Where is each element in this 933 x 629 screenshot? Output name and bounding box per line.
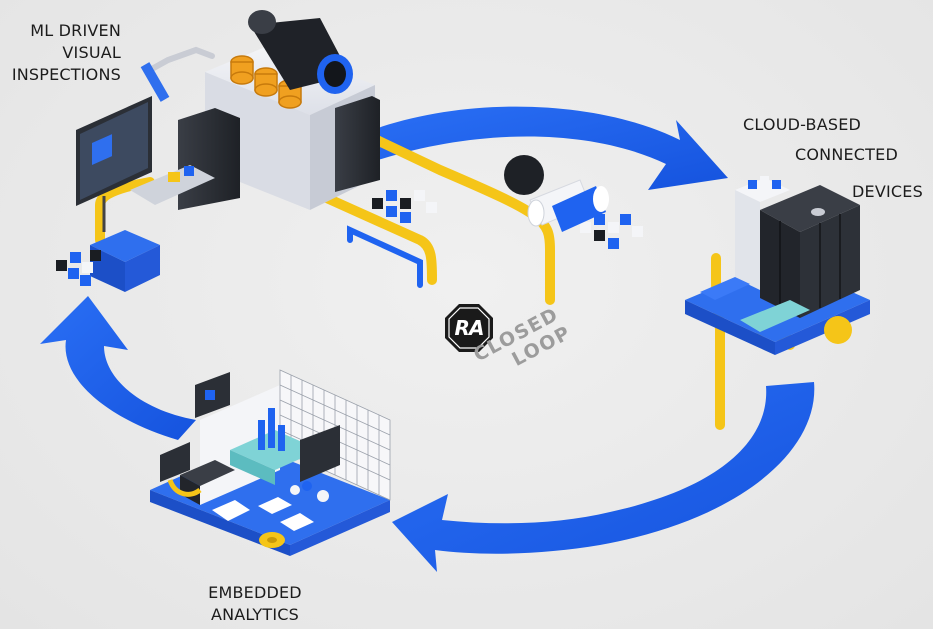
rockwell-logo: RA: [443, 302, 495, 354]
embedded-analytics-line1: EMBEDDED: [208, 583, 302, 602]
logo-text: RA: [454, 316, 485, 340]
connected-label: CONNECTED: [795, 145, 898, 164]
cylinders: [527, 179, 609, 232]
ml-inspections-line3: INSPECTIONS: [11, 65, 121, 84]
cloud-based-label: CLOUD-BASED: [743, 115, 862, 134]
cloud-server-rack: [685, 176, 870, 355]
ml-inspections-label: ML DRIVEN VISUAL INSPECTIONS: [12, 20, 121, 86]
inspection-station: [76, 10, 380, 292]
arrow-top: [372, 106, 728, 190]
embedded-analytics-label: EMBEDDED ANALYTICS: [205, 582, 305, 626]
devices-label: DEVICES: [852, 182, 923, 201]
ml-inspections-line1: ML DRIVEN: [30, 21, 121, 40]
camera: [248, 10, 353, 94]
arrow-bottom-right: [392, 382, 815, 572]
robot-arm: [147, 46, 215, 73]
arrow-left: [40, 296, 196, 440]
cube-cluster-right: [580, 214, 643, 249]
analytics-lab: [150, 369, 391, 556]
ml-inspections-line2: VISUAL: [62, 43, 121, 62]
dark-sphere: [504, 155, 544, 195]
cube-cluster-left: [56, 250, 101, 286]
rockwell-logo-icon: [445, 304, 493, 352]
blue-pipe: [347, 225, 423, 288]
embedded-analytics-line2: ANALYTICS: [210, 605, 300, 624]
cube-cluster-center: [372, 190, 437, 223]
